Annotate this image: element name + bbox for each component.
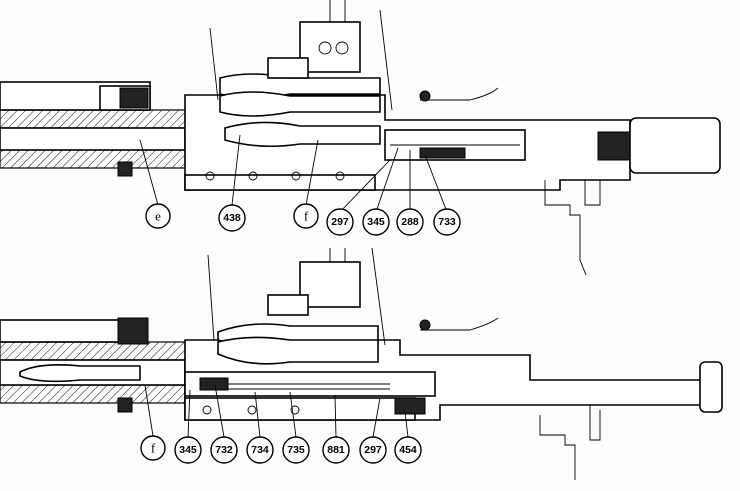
bottom-rivet bbox=[290, 405, 300, 415]
top-bore bbox=[0, 127, 186, 151]
callout-297-bottom: 297 bbox=[359, 436, 387, 464]
bottom-chambered-round bbox=[19, 364, 141, 383]
top-front-pin bbox=[117, 161, 133, 177]
bottom-feed-block-side bbox=[267, 294, 309, 316]
bottom-callouts: f 345 732 734 735 881 297 454 bbox=[140, 435, 422, 464]
callout-label: 438 bbox=[223, 212, 241, 224]
bottom-rivet bbox=[247, 405, 257, 415]
callout-f-bottom: f bbox=[140, 435, 166, 461]
top-barrel-hatched-lower bbox=[0, 149, 186, 169]
top-rivet bbox=[335, 171, 345, 181]
callout-345-bottom: 345 bbox=[174, 436, 202, 464]
bottom-front-pin bbox=[117, 397, 133, 413]
callout-735-bottom: 735 bbox=[282, 436, 310, 464]
bottom-feed-block bbox=[299, 261, 361, 308]
top-buffer-plate bbox=[597, 131, 631, 161]
bottom-barrel-jacket bbox=[0, 319, 121, 343]
top-rivet bbox=[291, 171, 301, 181]
callout-label: 733 bbox=[438, 216, 456, 228]
callout-f-top: f bbox=[293, 203, 319, 229]
top-feed-guide-right bbox=[379, 9, 393, 111]
callout-733-top: 733 bbox=[433, 208, 461, 236]
bottom-feed-guide-right bbox=[371, 247, 386, 346]
top-trigger-line bbox=[584, 180, 601, 206]
callout-label: 732 bbox=[215, 444, 233, 456]
callout-label: 734 bbox=[251, 444, 269, 456]
bottom-cartridges bbox=[217, 323, 379, 365]
bottom-rear-buffer bbox=[699, 361, 723, 413]
callout-label: 735 bbox=[287, 444, 305, 456]
top-feed-block-hole bbox=[335, 41, 349, 55]
bottom-feed-guide-left bbox=[207, 254, 215, 341]
top-feed-guide-left bbox=[209, 27, 219, 101]
callout-label: 288 bbox=[401, 216, 419, 228]
top-barrel-hatched-upper bbox=[0, 109, 186, 129]
bottom-latch-pivot bbox=[419, 319, 431, 331]
top-barrel-nut bbox=[119, 87, 149, 109]
callout-label: 881 bbox=[327, 444, 345, 456]
top-feed-block-side bbox=[267, 57, 309, 79]
top-cartridges bbox=[219, 73, 381, 148]
callout-288-top: 288 bbox=[396, 208, 424, 236]
callout-label: 297 bbox=[364, 444, 382, 456]
top-receiver-rail bbox=[184, 174, 376, 191]
top-rear-buffer bbox=[629, 117, 721, 174]
bottom-cover-latch bbox=[420, 317, 499, 331]
callout-297-top: 297 bbox=[326, 208, 354, 236]
bottom-cross-section bbox=[0, 247, 723, 480]
top-bolt bbox=[419, 147, 466, 159]
callout-label: 297 bbox=[331, 216, 349, 228]
top-feed-block bbox=[299, 21, 361, 73]
callout-label: 345 bbox=[179, 444, 197, 456]
callout-438-top: 438 bbox=[218, 204, 246, 232]
bottom-trigger-line bbox=[589, 405, 601, 441]
callout-label: e bbox=[155, 209, 161, 224]
callout-454-bottom: 454 bbox=[394, 436, 422, 464]
top-latch-pivot bbox=[419, 90, 431, 102]
bottom-barrel-hatched-lower bbox=[0, 384, 186, 404]
bottom-grip-line bbox=[539, 415, 576, 480]
callout-732-bottom: 732 bbox=[210, 436, 238, 464]
callout-label: f bbox=[151, 441, 156, 456]
bottom-rivet bbox=[202, 405, 212, 415]
top-grip-line bbox=[544, 180, 587, 276]
top-leaders bbox=[139, 134, 448, 213]
top-cross-section bbox=[0, 0, 721, 276]
bottom-barrel-nut bbox=[117, 317, 149, 345]
bottom-leaders bbox=[144, 384, 409, 438]
top-cover-latch bbox=[420, 87, 499, 101]
bottom-barrel-hatched-upper bbox=[0, 341, 186, 361]
callout-734-bottom: 734 bbox=[246, 436, 274, 464]
bottom-bolt-head bbox=[199, 377, 229, 391]
top-feed-block-hole bbox=[318, 41, 332, 55]
bottom-sear bbox=[394, 397, 426, 415]
callout-label: 454 bbox=[399, 444, 417, 456]
callout-label: f bbox=[304, 209, 309, 224]
top-callouts: e 438 f 297 345 288 733 bbox=[145, 203, 461, 236]
callout-label: 345 bbox=[367, 216, 385, 228]
top-rivet bbox=[205, 171, 215, 181]
callout-881-bottom: 881 bbox=[322, 436, 350, 464]
top-rivet bbox=[248, 171, 258, 181]
callout-345-top: 345 bbox=[362, 208, 390, 236]
callout-e-top: e bbox=[145, 203, 171, 229]
